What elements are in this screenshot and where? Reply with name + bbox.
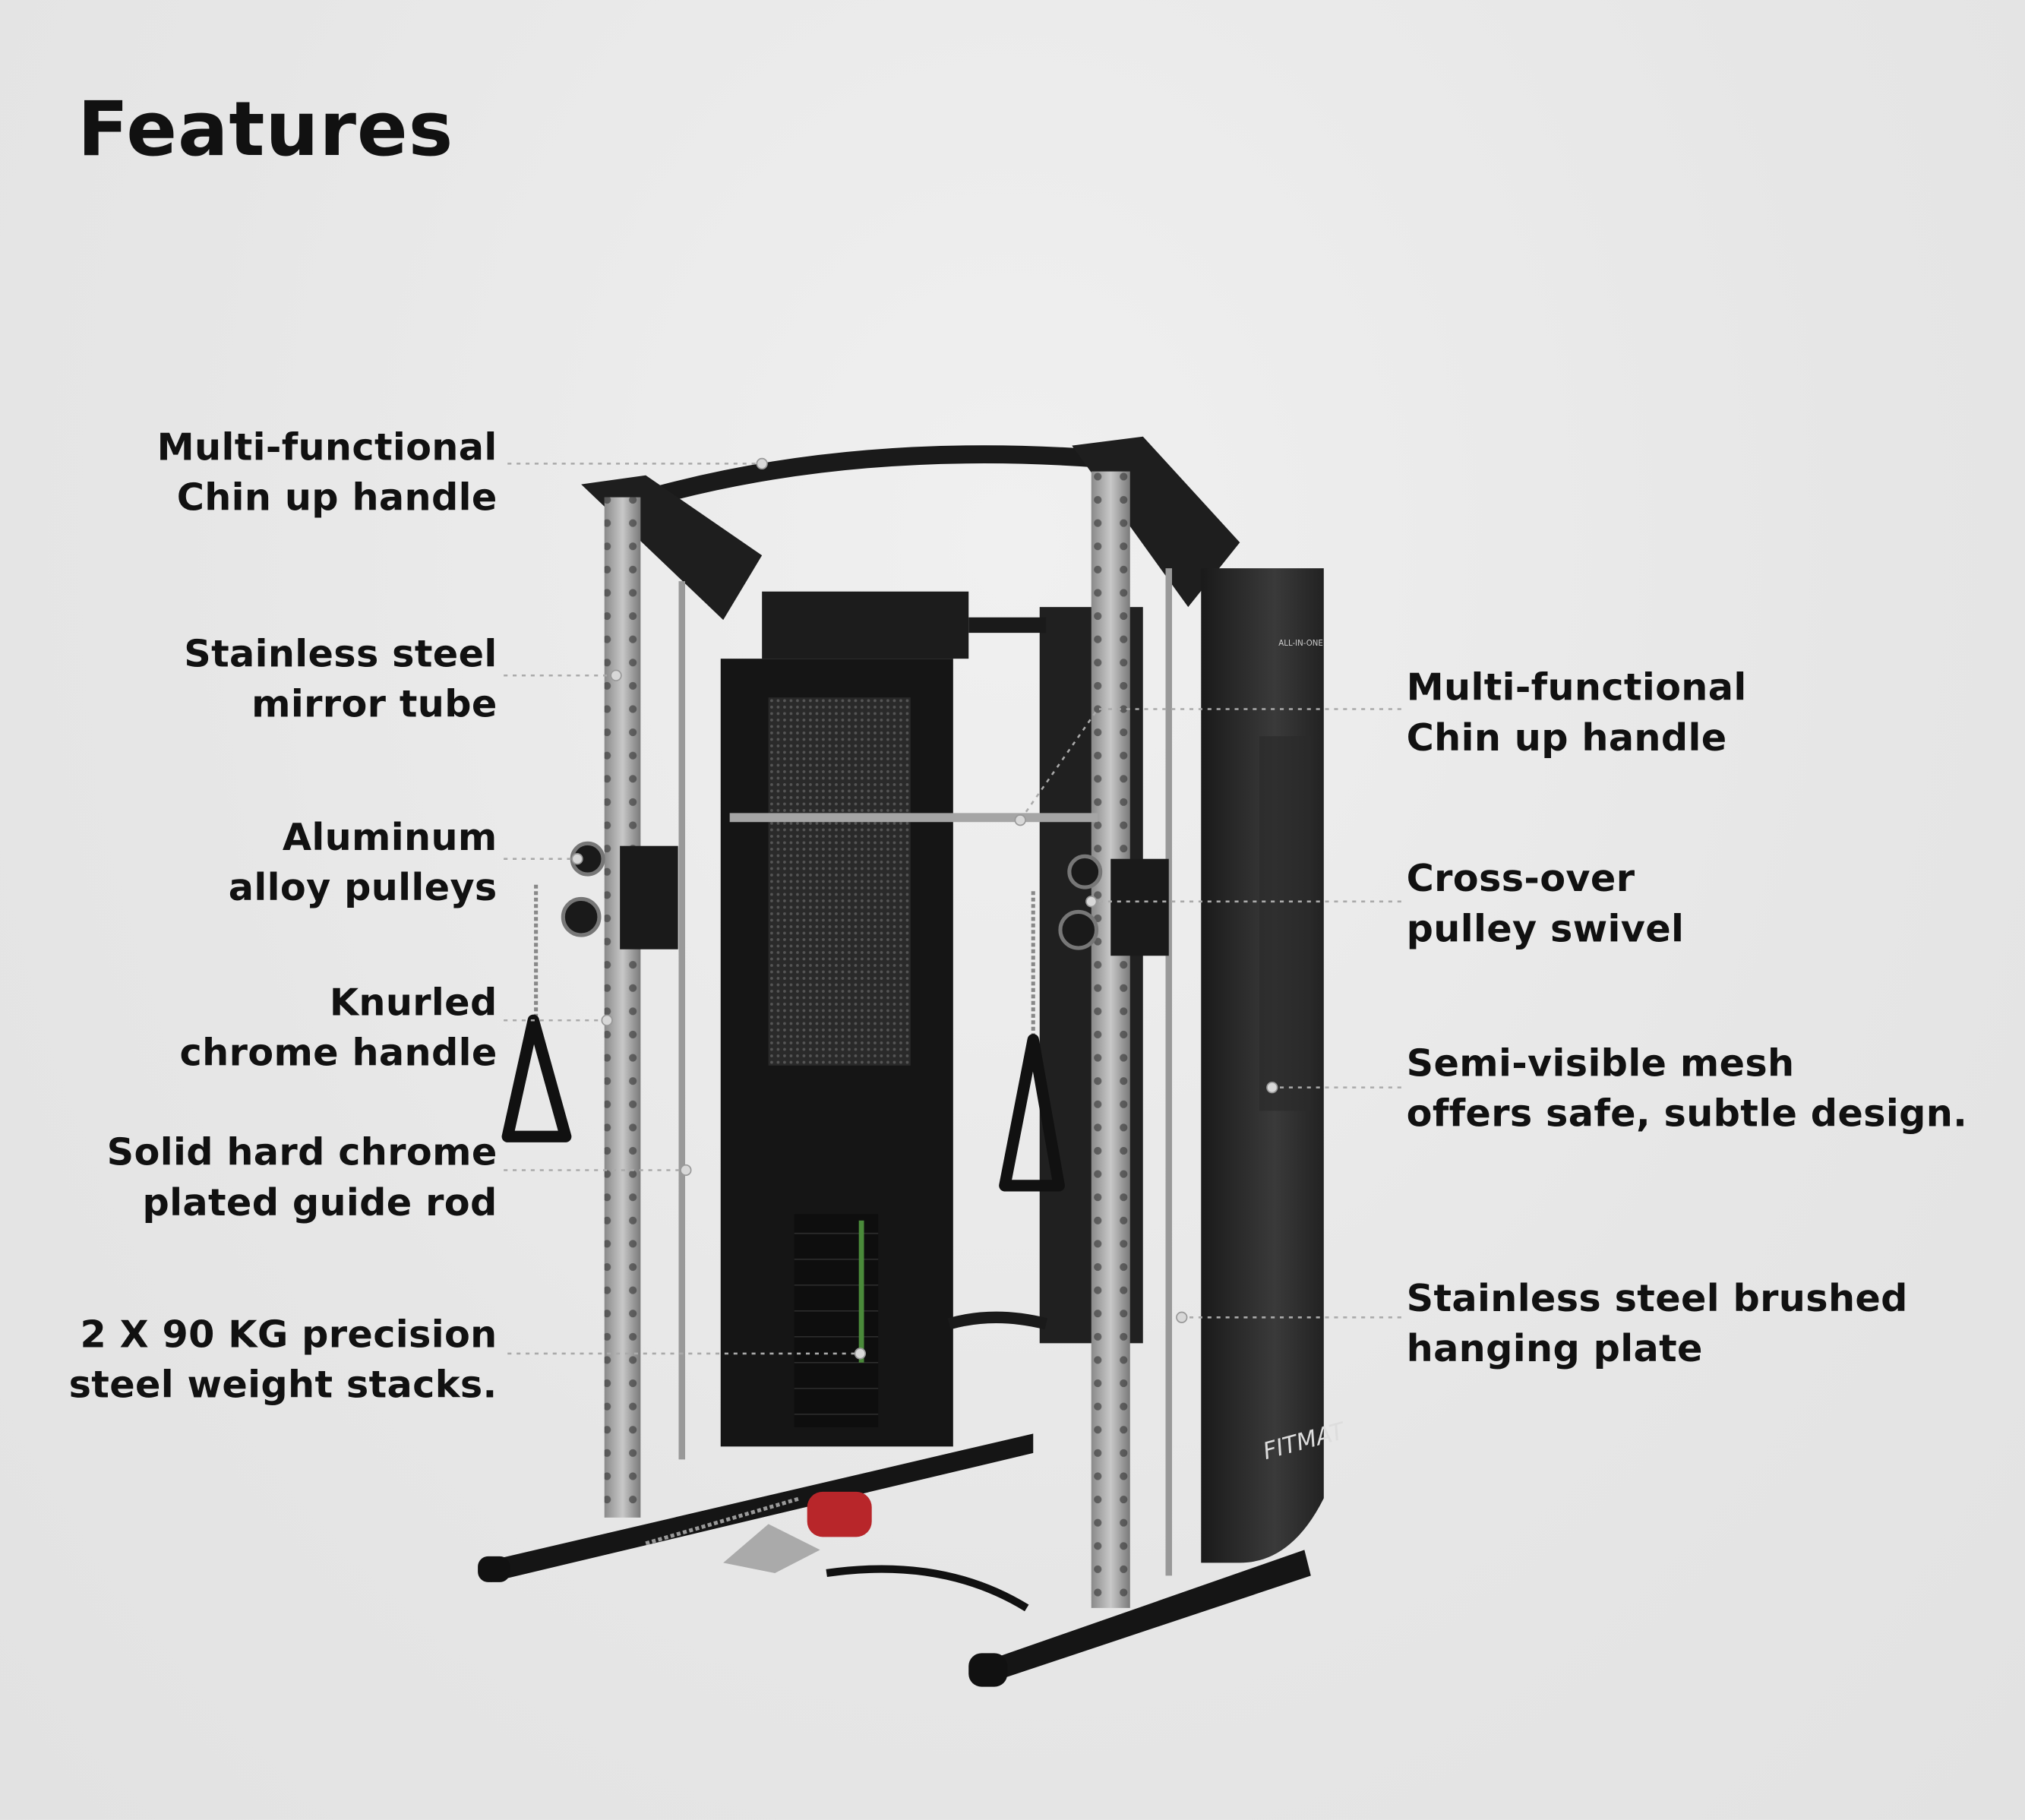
callout-line: chrome handle bbox=[179, 1030, 498, 1075]
chin-up-arch bbox=[604, 445, 1099, 519]
callout-guide-rod: Solid hard chrome plated guide rod bbox=[107, 1127, 498, 1228]
right-handle bbox=[999, 1034, 1065, 1192]
callout-line: Stainless steel bbox=[184, 631, 498, 676]
callout-aluminum-pulleys: Aluminum alloy pulleys bbox=[229, 812, 498, 913]
callout-knurled-handle: Knurled chrome handle bbox=[180, 978, 498, 1079]
callout-chin-up-handle-left: Multi-functional Chin up handle bbox=[157, 422, 498, 523]
callout-line: Chin up handle bbox=[176, 475, 498, 520]
left-handle bbox=[501, 1014, 572, 1142]
mesh-panel bbox=[768, 697, 911, 1066]
callout-line: Cross-over bbox=[1406, 856, 1635, 901]
weight-stack bbox=[794, 1214, 879, 1427]
callout-line: Knurled bbox=[329, 980, 498, 1025]
callout-line: mirror tube bbox=[251, 681, 498, 726]
callout-line: hanging plate bbox=[1406, 1326, 1703, 1371]
callout-lines bbox=[504, 463, 1401, 1355]
callout-line: Solid hard chrome bbox=[106, 1130, 498, 1174]
page-title: Features bbox=[77, 85, 454, 173]
callout-line: Stainless steel brushed bbox=[1406, 1275, 1908, 1320]
callout-line: alloy pulleys bbox=[228, 865, 498, 910]
callout-line: Semi-visible mesh bbox=[1406, 1041, 1795, 1085]
callout-line: Multi-functional bbox=[156, 425, 498, 469]
callout-line: Aluminum bbox=[282, 814, 498, 859]
svg-text:ALL-IN-ONE: ALL-IN-ONE bbox=[1278, 640, 1322, 648]
callout-line: offers safe, subtle design. bbox=[1406, 1091, 1968, 1136]
callout-hanging-plate: Stainless steel brushed hanging plate bbox=[1407, 1273, 1908, 1374]
callout-line: 2 X 90 KG precision bbox=[80, 1312, 498, 1357]
callout-line: plated guide rod bbox=[142, 1180, 498, 1224]
callout-line: Chin up handle bbox=[1406, 715, 1727, 760]
callout-line: steel weight stacks. bbox=[68, 1362, 498, 1407]
callout-line: Multi-functional bbox=[1406, 665, 1747, 709]
callout-line: pulley swivel bbox=[1406, 906, 1685, 951]
top-plate bbox=[762, 591, 969, 659]
callout-mesh: Semi-visible mesh offers safe, subtle de… bbox=[1407, 1038, 1968, 1139]
callout-weight-stacks: 2 X 90 KG precision steel weight stacks. bbox=[69, 1310, 498, 1411]
callout-pulley-swivel: Cross-over pulley swivel bbox=[1407, 854, 1685, 955]
pulleys bbox=[561, 841, 1103, 950]
callout-chin-up-handle-right: Multi-functional Chin up handle bbox=[1407, 662, 1747, 763]
callout-mirror-tube: Stainless steel mirror tube bbox=[184, 629, 497, 730]
base-feet bbox=[478, 1433, 1311, 1687]
